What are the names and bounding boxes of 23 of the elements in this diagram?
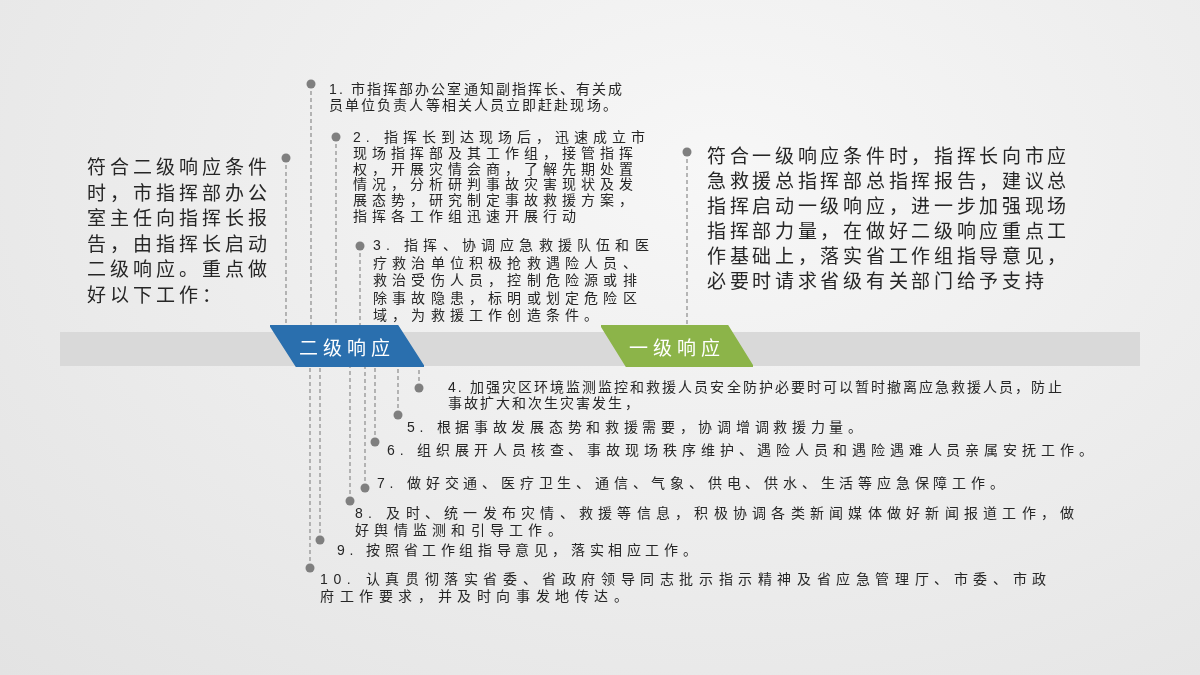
leader-line	[393, 366, 403, 420]
ribbon-tab: 二级响应	[270, 325, 424, 367]
numbered-item: 5. 根据事故发展态势和救援需要，协调增调救援力量。	[398, 415, 887, 435]
numbered-item: 6. 组织展开人员核查、事故现场秩序维护、遇险人员和遇险遇难人员亲属安抚工作。	[375, 442, 1117, 458]
leader-line	[355, 241, 365, 326]
leader-line	[370, 366, 380, 447]
numbered-item: 10. 认真贯彻落实省委、省政府领导同志批示指示精神及省应急管理厅、市委、市政府工作要求，并及时向事发地传达。	[310, 568, 1060, 604]
paragraph: 符合一级响应条件时，指挥长向市应急救援总指挥部总指挥报告，建议总指挥启动一级响应，进一步加强现场指挥部力量，在做好二级响应重点工作基础上，落实省工作组指导意见，必要时请求省级有关部门给予支持	[687, 144, 1079, 294]
leader-line	[682, 147, 692, 326]
leader-line	[281, 153, 291, 326]
numbered-item: 2. 指挥长到达现场后，迅速成立市现场指挥部及其工作组，接管指挥权，开展灾情会商，了解先期处置情况，分析研判事故灾害现状及发展态势，研究制定事故救援方案，指挥各工作组迅速开展行动	[336, 130, 653, 225]
numbered-item: 8. 及时、统一发布灾情、救援等信息，积极协调各类新闻媒体做好新闻报道工作，做好舆情监测和引导工作。	[350, 501, 1087, 539]
numbered-item: 9. 按照省工作组指导意见，落实相应工作。	[320, 540, 737, 558]
leader-line	[331, 132, 341, 326]
numbered-item: 4. 加强灾区环境监测监控和救援人员安全防护必要时可以暂时撤离应急救援人员，防止事故扩大和次生灾害发生，	[419, 380, 1070, 411]
ribbon-tab: 一级响应	[601, 325, 753, 367]
numbered-item: 1. 市指挥部办公室通知副指挥长、有关成员单位负责人等相关人员立即赶赴现场。	[311, 82, 631, 113]
leader-line	[315, 366, 325, 545]
numbered-item: 3. 指挥、协调应急救援队伍和医疗救治单位积极抢救遇险人员、救治受伤人员，控制危险源或排除事故隐患，标明或划定危险区域，为救援工作创造条件。	[360, 237, 658, 325]
leader-line	[305, 366, 315, 573]
leader-line	[306, 79, 316, 326]
numbered-item: 7. 做好交通、医疗卫生、通信、气象、供电、供水、生活等应急保障工作。	[365, 474, 1027, 491]
paragraph: 符合二级响应条件时，市指挥部办公室主任向指挥长报告，由指挥长启动二级响应。重点做好以下工作：	[84, 150, 286, 308]
